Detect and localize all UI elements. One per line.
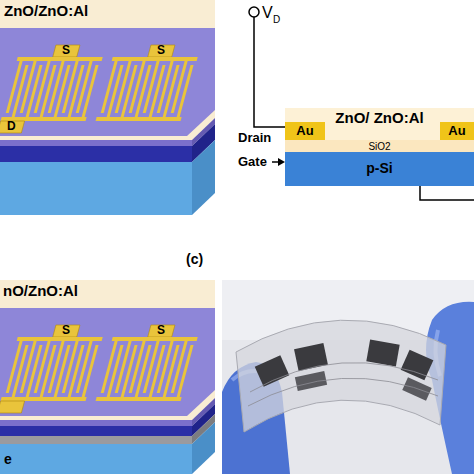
device-3d <box>0 0 215 215</box>
electrode-label: S <box>157 44 165 56</box>
terminal-label: Gate <box>238 155 267 168</box>
device-3d <box>0 280 215 474</box>
drain-wire <box>254 17 285 127</box>
electrode-label: D <box>7 120 16 132</box>
layer-band <box>0 420 192 426</box>
electrodes <box>0 325 201 413</box>
side-face <box>192 422 215 474</box>
voltage-subscript: D <box>273 15 280 25</box>
voltage-label: V <box>262 5 273 21</box>
layer-label: ZnO/ZnO:Al <box>4 3 88 18</box>
substrate <box>0 162 192 215</box>
device-array <box>255 340 434 401</box>
zno-layer: ZnO/ ZnO:AlAu Au <box>285 108 474 140</box>
layer-name: ZnO/ ZnO:Al <box>335 110 423 127</box>
electrode-label: S <box>62 324 70 336</box>
photo-ground <box>222 280 474 474</box>
side-face <box>192 140 215 215</box>
substrate-label: e <box>4 452 12 466</box>
layer-name: Au <box>296 124 313 138</box>
electrode-label: S <box>62 44 70 56</box>
sio2-layer: SiO2 <box>285 140 474 152</box>
electrode-label: S <box>157 324 165 336</box>
film-lines <box>248 363 438 406</box>
layer-band <box>0 436 192 444</box>
source-wire <box>420 186 474 200</box>
p-si-layer: p-Si <box>285 152 474 186</box>
layer-band <box>0 146 192 162</box>
au-pad: Au <box>440 122 474 140</box>
layer-band <box>0 426 192 436</box>
flexible-film <box>236 320 446 432</box>
layer-name: Au <box>448 124 465 138</box>
terminal <box>249 7 259 17</box>
terminal-label: Drain <box>238 131 271 144</box>
layer-name: SiO2 <box>368 141 390 152</box>
wires <box>249 7 474 200</box>
au-pad: Au <box>285 122 325 140</box>
layer-band <box>0 140 192 146</box>
substrate <box>0 444 192 474</box>
layer-label: nO/ZnO:Al <box>3 283 78 298</box>
arrow-head <box>278 158 285 166</box>
photo <box>222 280 474 474</box>
electrodes <box>0 45 201 133</box>
panel-label: (c) <box>186 252 203 266</box>
layer-name: p-Si <box>366 161 392 176</box>
